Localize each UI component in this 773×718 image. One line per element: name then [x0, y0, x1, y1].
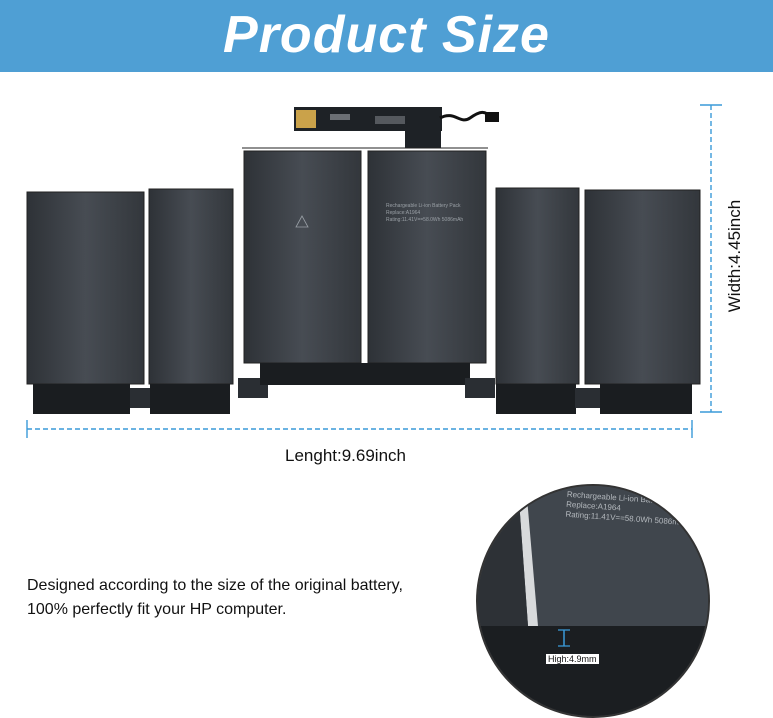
length-label: Lenght:9.69inch	[285, 446, 406, 465]
description-line-2: 100% perfectly fit your HP computer.	[27, 601, 287, 618]
width-label: Width:4.45inch	[725, 199, 744, 313]
width-dimension-line	[700, 104, 722, 413]
battery-illustration	[26, 104, 722, 438]
connector-board	[294, 107, 499, 148]
thickness-zoom-circle: Rechargeable Li-ion Battery Pack Replace…	[476, 484, 710, 718]
battery-cell	[148, 188, 234, 385]
description-line-1: Designed according to the size of the or…	[27, 577, 403, 594]
battery-cell	[367, 150, 487, 364]
length-dimension-line	[26, 420, 693, 438]
header-banner: Product Size	[0, 0, 773, 72]
product-description: Designed according to the size of the or…	[27, 574, 403, 622]
battery-label-text: Rechargeable Li-ion Battery Pack Replace…	[386, 203, 464, 223]
battery-cell	[26, 191, 145, 385]
battery-cell	[495, 187, 580, 385]
battery-cell	[584, 189, 701, 385]
battery-cell	[243, 150, 362, 364]
page-title: Product Size	[223, 6, 550, 64]
height-label: High:4.9mm	[546, 654, 599, 664]
